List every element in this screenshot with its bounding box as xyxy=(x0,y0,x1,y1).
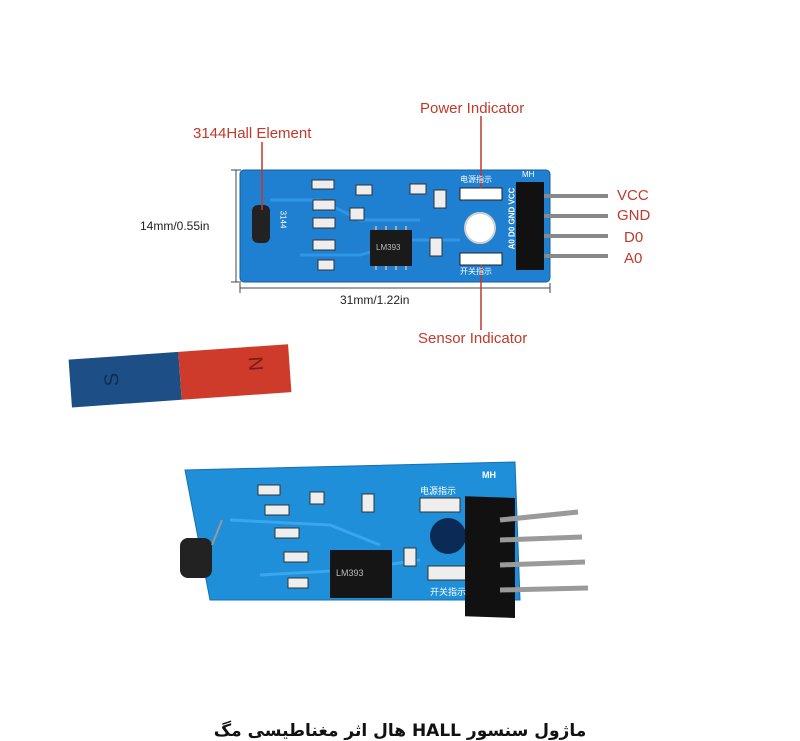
silk-sensor-mark: 3144 xyxy=(278,210,288,229)
height-dimension: 14mm/0.55in xyxy=(140,219,210,233)
photo-silk-switch: 开关指示 xyxy=(430,587,467,597)
label-sensor-indicator: Sensor Indicator xyxy=(418,330,528,347)
silk-pins: A0 D0 GND VCC xyxy=(507,187,517,250)
pin-label-gnd: GND xyxy=(617,207,651,224)
hall-element xyxy=(252,205,270,243)
chip xyxy=(370,230,412,266)
magnet-north: N xyxy=(245,355,269,372)
pin-label-vcc: VCC xyxy=(617,187,649,204)
pin-label-d0: D0 xyxy=(624,229,644,246)
label-power-indicator: Power Indicator xyxy=(420,100,525,117)
sensor-led xyxy=(459,252,503,266)
magnet-south: S xyxy=(100,372,124,387)
chip-marking: LM393 xyxy=(376,243,401,252)
caption: ماژول سنسور HALL هال اثر مغناطیسی مگ xyxy=(213,721,587,741)
photo-silk-power: 电源指示 xyxy=(420,486,457,496)
photo-silk-header: MH xyxy=(482,470,496,480)
power-led xyxy=(459,187,503,201)
label-hall-element: 3144Hall Element xyxy=(193,125,312,142)
pin-header xyxy=(516,182,544,270)
mounting-hole xyxy=(464,212,496,244)
width-dimension: 31mm/1.22in xyxy=(340,293,410,307)
silk-power: 电源指示 xyxy=(460,175,492,184)
photo-chip-marking: LM393 xyxy=(336,568,364,578)
bar-magnet xyxy=(68,344,292,408)
silk-switch: 开关指示 xyxy=(460,267,492,276)
module-photo xyxy=(180,461,589,618)
pin-label-a0: A0 xyxy=(624,250,643,267)
silk-header: MH xyxy=(522,170,535,179)
